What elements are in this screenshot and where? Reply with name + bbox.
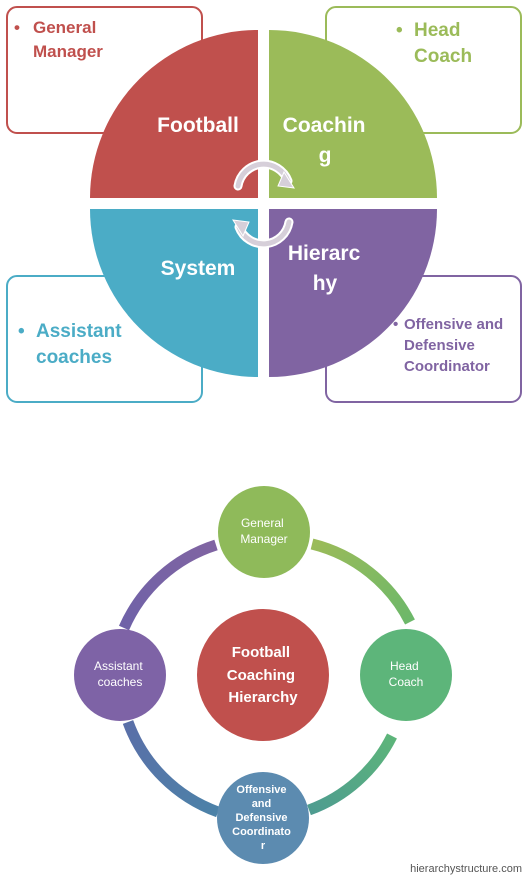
- source-credit[interactable]: hierarchystructure.com: [410, 863, 522, 875]
- svg-text:Coachin g: Coachin g: [283, 114, 372, 167]
- node-assistant-coaches: Assistant coaches: [74, 629, 166, 721]
- svg-text:General Manager: General Manager: [240, 516, 287, 546]
- bullet: •: [393, 316, 398, 333]
- svg-text:• Head Coach: • Head Coach: [396, 20, 472, 67]
- quadrant-system: System: [90, 209, 258, 377]
- quadrant-football: Football: [90, 30, 258, 198]
- svg-text:Offensive and Defe: Offensive and Defensive Coordinato r: [232, 784, 294, 852]
- bullet: •: [18, 321, 25, 342]
- svg-text:Hierarc hy: Hierarc hy: [288, 242, 366, 295]
- node-general-manager: General Manager: [218, 486, 310, 578]
- node-head-coach: Head Coach: [360, 629, 452, 721]
- bullet: •: [396, 20, 403, 41]
- cycle-ring: [118, 538, 415, 818]
- svg-text:• Assistant coache: • Assistant coaches: [18, 321, 127, 368]
- cycle-arrows-icon: [232, 159, 295, 249]
- bullet: •: [14, 18, 20, 37]
- svg-text:Head Coach: Head Coach: [389, 659, 424, 689]
- center-node: Football Coaching Hierarchy: [197, 609, 329, 741]
- svg-text:Football: Football: [157, 114, 239, 137]
- quadrant-coaching: Coachin g: [269, 30, 437, 198]
- svg-text:System: System: [161, 257, 236, 280]
- svg-text:Football Coaching: Football Coaching Hierarchy: [227, 644, 300, 706]
- svg-text:• General Manager: • General Manager: [14, 18, 103, 61]
- quadrant-hierarchy: Hierarc hy: [269, 209, 437, 377]
- svg-text:• Offensive and De: • Offensive and Defensive Coordinator: [393, 316, 507, 375]
- node-coordinator: Offensive and Defensive Coordinato r: [217, 772, 309, 864]
- svg-text:Assistant coaches: Assistant coaches: [94, 659, 146, 689]
